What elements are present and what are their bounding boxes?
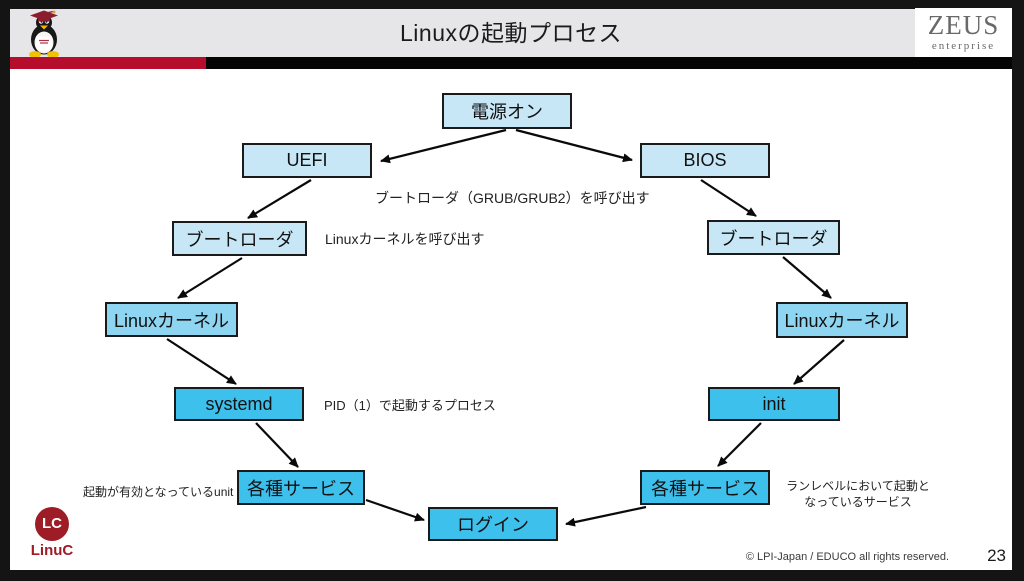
node-systemd: systemd bbox=[174, 387, 304, 421]
tux-penguin-icon bbox=[29, 10, 59, 58]
caption-kernel-call: Linuxカーネルを呼び出す bbox=[325, 231, 485, 247]
node-uefi: UEFI bbox=[242, 143, 372, 178]
zeus-logo-subtitle: enterprise bbox=[931, 40, 996, 52]
node-kernel-right: Linuxカーネル bbox=[776, 302, 908, 338]
caption-pid-process: PID（1）で起動するプロセス bbox=[324, 398, 496, 413]
header-divider-red-segment bbox=[10, 57, 206, 69]
caption-runlevel-line1: ランレベルにおいて起動と bbox=[786, 479, 930, 493]
linuc-badge-icon: LC bbox=[35, 507, 69, 541]
zeus-logo: ZEUS enterprise bbox=[915, 8, 1012, 57]
zeus-logo-text: ZEUS bbox=[927, 10, 1000, 40]
node-bios: BIOS bbox=[640, 143, 770, 178]
caption-runlevel-services: ランレベルにおいて起動と なっているサービス bbox=[783, 478, 933, 510]
node-kernel-left: Linuxカーネル bbox=[105, 302, 238, 337]
node-init: init bbox=[708, 387, 840, 421]
linuc-logo: LC LinuC bbox=[26, 507, 78, 559]
header-divider-bar bbox=[10, 57, 1012, 69]
copyright-text: © LPI-Japan / EDUCO all rights reserved. bbox=[745, 551, 949, 563]
node-bootloader-left: ブートローダ bbox=[172, 221, 307, 256]
node-login: ログイン bbox=[428, 507, 558, 541]
linuc-logo-name: LinuC bbox=[30, 542, 74, 559]
caption-grub-call: ブートローダ（GRUB/GRUB2）を呼び出す bbox=[375, 190, 650, 206]
caption-runlevel-line2: なっているサービス bbox=[804, 495, 912, 509]
node-services-right: 各種サービス bbox=[640, 470, 770, 505]
page-title: Linuxの起動プロセス bbox=[400, 20, 622, 46]
node-power-on: 電源オン bbox=[442, 93, 572, 129]
header-band: Linuxの起動プロセス bbox=[10, 9, 1012, 57]
node-services-left: 各種サービス bbox=[237, 470, 365, 505]
node-bootloader-right: ブートローダ bbox=[707, 220, 840, 255]
caption-enabled-unit: 起動が有効となっているunit bbox=[83, 485, 234, 499]
page-number: 23 bbox=[987, 546, 1006, 565]
